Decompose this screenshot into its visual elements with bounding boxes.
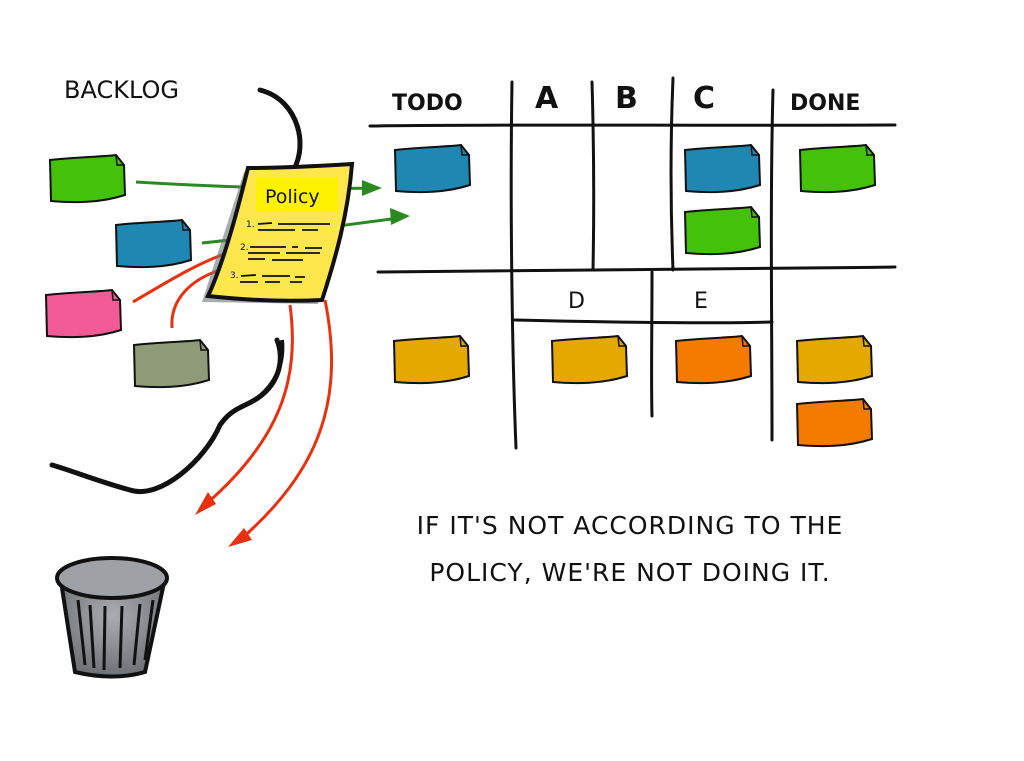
card-todo xyxy=(393,143,472,194)
caption-line-1: IF IT'S NOT ACCORDING TO THE xyxy=(416,511,844,540)
column-header-e: E xyxy=(694,289,708,314)
backlog-card-blue xyxy=(114,218,193,269)
policy-item-number: 3. xyxy=(230,271,239,281)
rejected-arrow xyxy=(239,299,334,542)
policy-document: Policy 1. 2. 3. xyxy=(202,161,355,304)
policy-title: Policy xyxy=(265,186,320,208)
arrowhead-icon xyxy=(390,208,410,225)
arrowhead-icon xyxy=(362,180,382,196)
column-header-c: C xyxy=(693,81,715,116)
card-done xyxy=(795,397,874,448)
column-header-todo: TODO xyxy=(392,91,463,116)
column-header-a: A xyxy=(535,81,559,116)
policy-item-number: 1. xyxy=(246,220,255,230)
arrowhead-icon xyxy=(228,528,252,547)
card-todo xyxy=(392,334,471,385)
backlog-card-olive xyxy=(132,338,211,389)
card-d xyxy=(550,334,629,385)
arrowhead-icon xyxy=(195,492,216,515)
card-done xyxy=(798,143,877,194)
card-e xyxy=(674,334,753,385)
trash-can-icon xyxy=(55,556,169,679)
backlog-card-green xyxy=(48,153,127,204)
policy-item-number: 2. xyxy=(240,243,249,253)
card-done xyxy=(795,334,874,385)
caption-line-2: POLICY, WE'RE NOT DOING IT. xyxy=(429,558,831,587)
backlog-card-pink xyxy=(44,288,123,339)
card-c xyxy=(683,205,762,256)
column-header-d: D xyxy=(568,289,585,314)
column-header-done: DONE xyxy=(790,91,860,116)
rejected-arrow xyxy=(204,304,294,507)
column-header-b: B xyxy=(615,81,638,116)
card-c xyxy=(683,143,762,194)
backlog-label: BACKLOG xyxy=(64,76,179,104)
kanban-board xyxy=(368,76,897,450)
